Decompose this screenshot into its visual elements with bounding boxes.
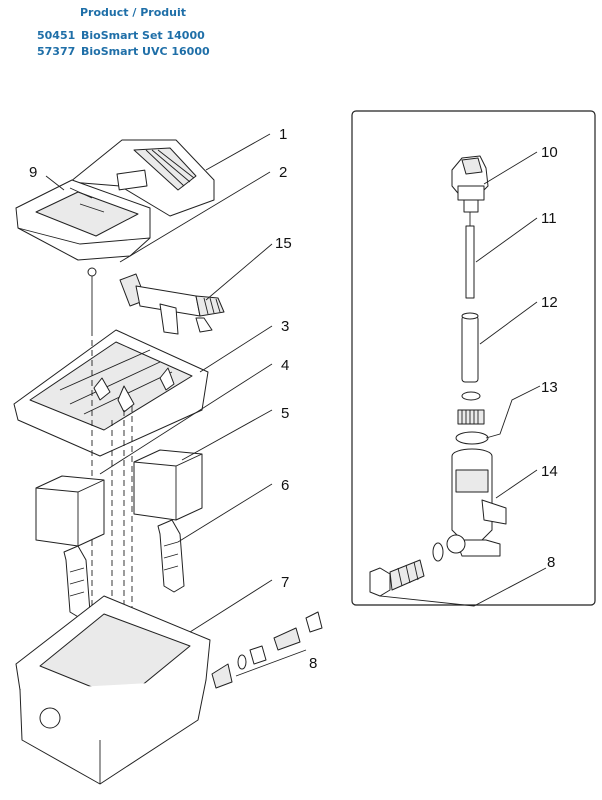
quartz-glass-part (461, 312, 479, 383)
callout-4: 4 (281, 357, 289, 374)
callout-11: 11 (541, 210, 557, 227)
callout-14: 14 (541, 463, 558, 480)
foam-holder-part (63, 519, 185, 619)
hose-connector-part (211, 611, 323, 689)
filter-housing-part (15, 595, 211, 785)
union-nut-seal-part (455, 391, 489, 445)
callout-5: 5 (281, 405, 289, 422)
product-row-2: 57377 BioSmart UVC 16000 (37, 45, 210, 58)
leader-lines (45, 133, 547, 677)
callout-2: 2 (279, 164, 287, 181)
filter-foam-part (35, 449, 203, 547)
callout-9: 9 (29, 164, 37, 181)
product-code: 57377 (37, 45, 76, 58)
callout-8a: 8 (309, 655, 317, 672)
callout-1: 1 (279, 126, 287, 143)
uvc-housing-part (446, 448, 507, 557)
detail-frame (351, 110, 596, 606)
header-title: Product / Produit (80, 6, 186, 19)
callout-3: 3 (281, 318, 289, 335)
uvc-bulb-part (465, 212, 475, 299)
callout-12: 12 (541, 294, 558, 311)
pin-part (87, 267, 97, 330)
callout-7: 7 (281, 574, 289, 591)
uvc-lamp-head-part (451, 155, 489, 213)
callout-8b: 8 (547, 554, 555, 571)
callout-13: 13 (541, 379, 558, 396)
lid-cover-part (15, 179, 151, 261)
product-name: BioSmart UVC 16000 (81, 45, 210, 58)
filter-insert-tray-part (13, 329, 209, 457)
product-row-1: 50451 BioSmart Set 14000 (37, 29, 205, 42)
lid-top-part (69, 139, 215, 217)
product-code: 50451 (37, 29, 76, 42)
uvc-clarifier-part (119, 273, 225, 335)
callout-10: 10 (541, 144, 558, 161)
callout-6: 6 (281, 477, 289, 494)
callout-15: 15 (275, 235, 292, 252)
product-name: BioSmart Set 14000 (81, 29, 205, 42)
hose-connector-detail-part (369, 542, 444, 597)
